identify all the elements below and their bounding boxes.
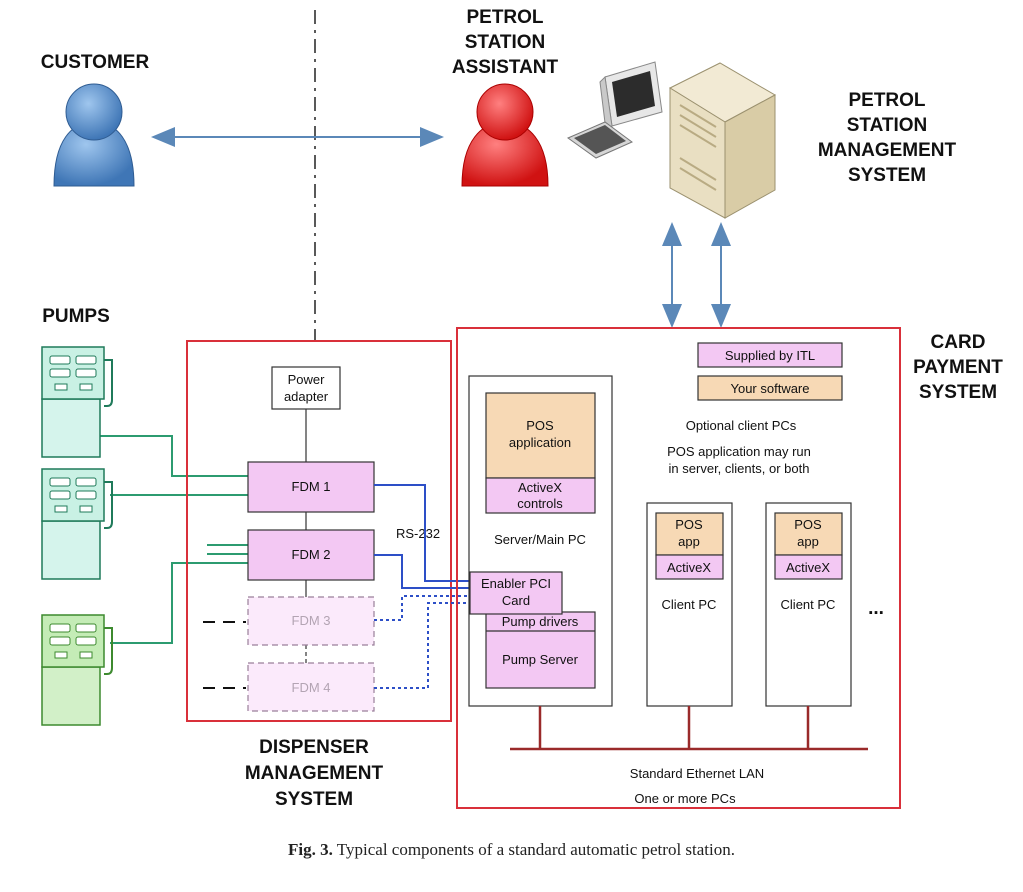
svg-text:SYSTEM: SYSTEM xyxy=(275,789,353,810)
activex-controls-label-1: ActiveX xyxy=(518,480,562,495)
power-adapter-box xyxy=(271,366,341,410)
assistant-heading: PETROL STATION ASSISTANT xyxy=(452,7,559,78)
card-payment-frame xyxy=(456,327,901,809)
legend-supplied-box xyxy=(697,342,843,368)
enabler-label-1: Enabler PCI xyxy=(481,576,551,591)
pump-icon-2 xyxy=(41,468,113,580)
client-2-pos-label-2: app xyxy=(797,534,819,549)
pump-icon-1 xyxy=(41,346,113,458)
power-adapter-label-1: Power xyxy=(288,372,326,387)
fdm-2-label: FDM 2 xyxy=(292,547,331,562)
svg-text:STATION: STATION xyxy=(465,32,546,53)
management-heading: PETROL STATION MANAGEMENT SYSTEM xyxy=(818,90,957,186)
lan-label: Standard Ethernet LAN xyxy=(630,766,764,781)
client-2-label: Client PC xyxy=(781,597,836,612)
legend-yours-box xyxy=(697,375,843,401)
activex-controls-label-2: controls xyxy=(517,496,563,511)
pump-connection-lines xyxy=(44,435,249,644)
customer-heading: CUSTOMER xyxy=(41,52,150,73)
figure-caption-text: Typical components of a standard automat… xyxy=(332,840,735,859)
pump-server-label: Pump Server xyxy=(502,652,579,667)
client-1-activex-label: ActiveX xyxy=(667,560,711,575)
svg-text:PAYMENT: PAYMENT xyxy=(913,357,1003,378)
dispenser-system-frame xyxy=(186,340,452,722)
rs232-links xyxy=(374,484,470,589)
enabler-label-2: Card xyxy=(502,593,530,608)
legend-yours-label: Your software xyxy=(730,381,809,396)
pos-application-label-1: POS xyxy=(526,418,554,433)
svg-text:MANAGEMENT: MANAGEMENT xyxy=(818,140,957,161)
rs232-links-dashed xyxy=(374,595,470,689)
svg-text:CARD: CARD xyxy=(931,332,986,353)
server-pc-label: Server/Main PC xyxy=(494,532,586,547)
client-2-activex-label: ActiveX xyxy=(786,560,830,575)
optional-clients-note: Optional client PCs xyxy=(686,418,797,433)
activex-controls-box xyxy=(485,477,596,514)
svg-text:SYSTEM: SYSTEM xyxy=(919,382,997,403)
pump-server-box xyxy=(485,611,596,689)
pos-application-box xyxy=(485,392,596,479)
client-1-pos-label-2: app xyxy=(678,534,700,549)
assistant-person-icon xyxy=(461,83,549,187)
pos-may-run-note-1: POS application may run xyxy=(667,444,811,459)
svg-text:ASSISTANT: ASSISTANT xyxy=(452,57,559,78)
pumps-heading: PUMPS xyxy=(42,306,110,327)
svg-text:SYSTEM: SYSTEM xyxy=(848,165,926,186)
client-1-pos-label-1: POS xyxy=(675,517,703,532)
legend-supplied-label: Supplied by ITL xyxy=(725,348,815,363)
pos-may-run-note-2: in server, clients, or both xyxy=(669,461,810,476)
svg-text:MANAGEMENT: MANAGEMENT xyxy=(245,763,384,784)
more-clients-ellipsis: ... xyxy=(868,598,884,619)
card-payment-heading: CARD PAYMENT SYSTEM xyxy=(913,332,1003,403)
pump-drivers-label: Pump drivers xyxy=(502,614,579,629)
power-adapter-label-2: adapter xyxy=(284,389,329,404)
enabler-pci-card-box xyxy=(469,571,563,615)
fdm-2-box xyxy=(247,529,375,581)
client-2-pos-label-1: POS xyxy=(794,517,822,532)
customer-person-icon xyxy=(53,83,135,187)
fdm-3-label: FDM 3 xyxy=(292,613,331,628)
svg-text:DISPENSER: DISPENSER xyxy=(259,737,369,758)
pos-application-label-2: application xyxy=(509,435,571,450)
rs232-label: RS-232 xyxy=(396,526,440,541)
figure-caption-number: Fig. 3. xyxy=(288,840,333,859)
lan-sub-label: One or more PCs xyxy=(634,791,736,806)
figure-caption: Fig. 3. Typical components of a standard… xyxy=(0,840,1023,860)
dispenser-heading: DISPENSER MANAGEMENT SYSTEM xyxy=(245,737,384,810)
svg-text:STATION: STATION xyxy=(847,115,928,136)
pump-icon-3 xyxy=(41,614,113,726)
fdm-1-label: FDM 1 xyxy=(292,479,331,494)
svg-text:PETROL: PETROL xyxy=(848,90,925,111)
svg-text:PETROL: PETROL xyxy=(466,7,543,28)
client-1-label: Client PC xyxy=(662,597,717,612)
fdm-1-box xyxy=(247,461,375,513)
workstation-icon xyxy=(566,61,777,219)
fdm-4-label: FDM 4 xyxy=(292,680,331,695)
ethernet-lan-bus xyxy=(510,706,868,751)
